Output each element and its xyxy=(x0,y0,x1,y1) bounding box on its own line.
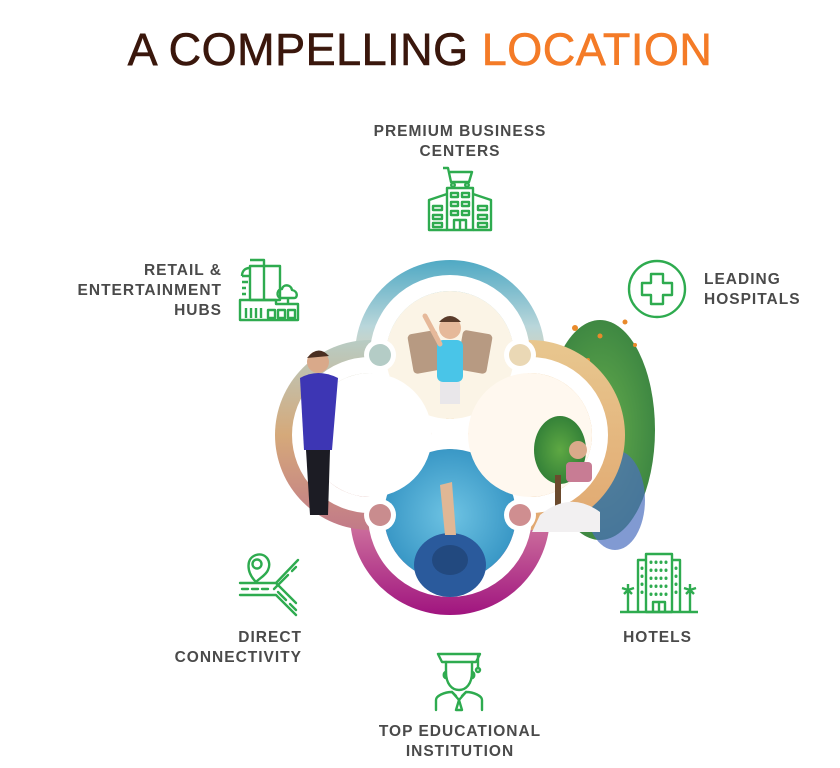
label-leading-hospitals: LEADING HOSPITALS xyxy=(704,270,834,310)
label-top-educational-institution: TOP EDUCATIONAL INSTITUTION xyxy=(350,722,570,762)
building-cart-icon xyxy=(425,166,495,232)
label-line: PREMIUM BUSINESS xyxy=(373,123,547,140)
page-title: A COMPELLING LOCATION xyxy=(0,24,840,76)
label-line: TOP EDUCATIONAL xyxy=(378,723,542,740)
label-line: ENTERTAINMENT xyxy=(77,282,222,299)
title-part-1: A COMPELLING xyxy=(127,24,469,76)
label-direct-connectivity: DIRECT CONNECTIVITY xyxy=(150,628,302,668)
label-retail-entertainment-hubs: RETAIL & ENTERTAINMENT HUBS xyxy=(60,261,222,321)
hotel-palm-icon xyxy=(618,550,698,616)
label-hotels: HOTELS xyxy=(605,628,710,648)
label-line: DIRECT xyxy=(238,629,302,646)
label-line: HOSPITALS xyxy=(704,291,801,308)
label-line: HOTELS xyxy=(623,629,692,646)
title-part-2: LOCATION xyxy=(481,24,713,76)
label-premium-business-centers: PREMIUM BUSINESS CENTERS xyxy=(360,122,560,162)
label-line: HUBS xyxy=(174,302,222,319)
road-junction-pin-icon xyxy=(236,550,304,618)
label-line: CONNECTIVITY xyxy=(174,649,302,666)
label-line: INSTITUTION xyxy=(405,743,515,760)
lifestyle-collage-graphic xyxy=(270,250,670,620)
label-line: LEADING xyxy=(704,271,781,288)
mall-building-icon xyxy=(236,258,302,322)
label-line: RETAIL & xyxy=(143,262,222,279)
graduate-icon xyxy=(432,650,488,712)
label-line: CENTERS xyxy=(419,143,501,160)
medical-cross-icon xyxy=(626,258,688,320)
